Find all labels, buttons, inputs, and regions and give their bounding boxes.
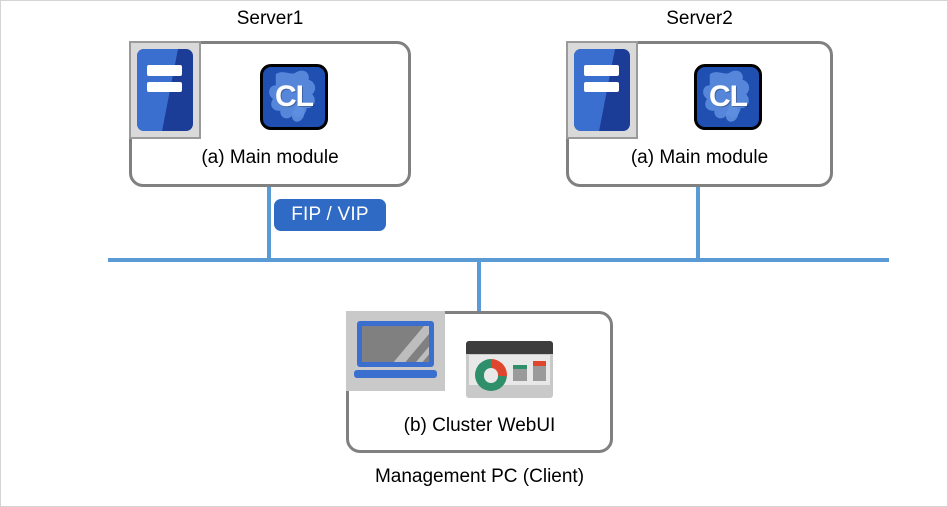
server1-title: Server1 <box>236 8 304 29</box>
browser-dashboard-icon <box>466 341 553 398</box>
server2-box: CL (a) Main module <box>566 41 833 187</box>
management-pc-box: (b) Cluster WebUI <box>346 311 613 453</box>
server1-box: CL (a) Main module <box>129 41 411 187</box>
cl-cluster-icon: CL <box>694 64 762 130</box>
server2-network-connector <box>696 187 700 262</box>
donut-chart-glyph <box>475 359 508 392</box>
cl-icon-label: CL <box>275 80 314 113</box>
server2-module-label: (a) Main module <box>630 147 769 168</box>
server1-network-connector <box>267 187 271 262</box>
client-network-connector <box>477 261 481 312</box>
server-rack-icon <box>566 41 638 139</box>
fip-vip-label: FIP / VIP <box>274 199 386 231</box>
server-rack-icon <box>129 41 201 139</box>
laptop-icon <box>346 311 445 391</box>
cl-cluster-icon: CL <box>260 64 328 130</box>
bar-glyph-green <box>513 364 528 381</box>
bar-glyph-red <box>532 360 547 381</box>
management-pc-title: Management PC (Client) <box>374 466 585 487</box>
network-bus-line <box>108 258 889 262</box>
cl-icon-label: CL <box>709 80 748 113</box>
server1-module-label: (a) Main module <box>201 147 339 168</box>
server2-title: Server2 <box>666 8 733 29</box>
cluster-webui-label: (b) Cluster WebUI <box>403 415 556 436</box>
